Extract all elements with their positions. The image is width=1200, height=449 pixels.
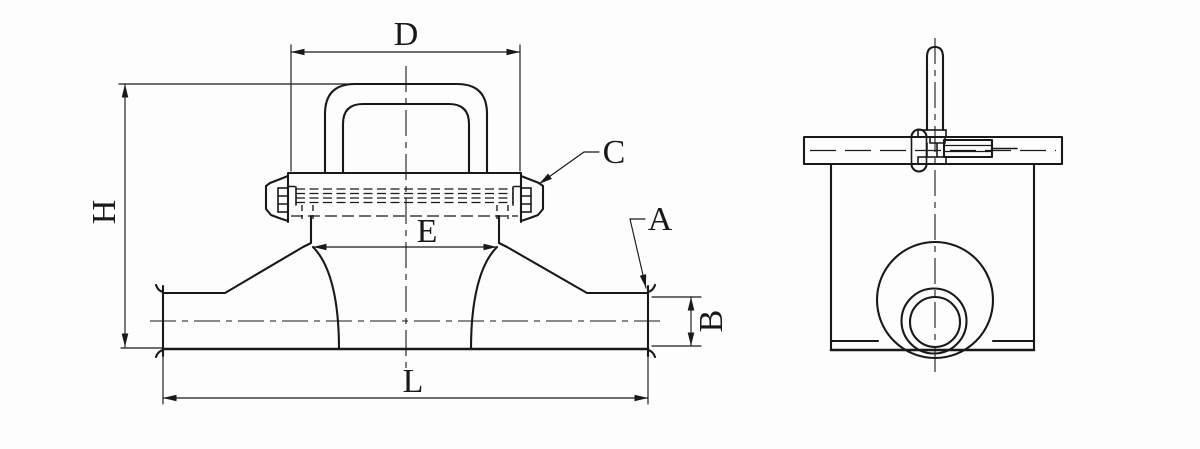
dimension-E: E <box>312 213 498 251</box>
dim-label-E: E <box>417 213 438 250</box>
callout-label-C: C <box>603 134 626 171</box>
body-cone-right <box>497 214 650 295</box>
callout-A: A <box>629 201 673 289</box>
dim-D-extension-lines <box>290 44 521 172</box>
dim-H-extension-lines <box>118 83 357 349</box>
dim-label-H: H <box>86 200 123 225</box>
body-shell-sides <box>829 162 1036 352</box>
bolt-through-plate <box>926 136 946 158</box>
side-view <box>802 38 1064 372</box>
hinge-knuckle-bottom <box>910 162 928 173</box>
callout-label-A: A <box>648 201 673 238</box>
branch-curve-right <box>469 245 499 351</box>
dimension-H: H <box>86 83 357 349</box>
outlet-bore-circle <box>908 295 962 349</box>
dimension-D: D <box>290 16 521 172</box>
handle-outer-outline <box>323 82 489 175</box>
callout-C-leader <box>538 151 600 185</box>
clamp-lug-left-pins <box>277 195 289 205</box>
dim-label-B: B <box>693 310 730 333</box>
callout-C: C <box>538 134 626 185</box>
clamp-lug-right <box>519 174 545 223</box>
latch-thread-lines <box>943 144 993 153</box>
lid-plate <box>802 135 1064 166</box>
clamp-bolt-rod <box>925 45 945 132</box>
dim-label-D: D <box>394 16 419 53</box>
dimension-B: B <box>651 296 730 347</box>
ferrule-right-flare <box>646 283 657 359</box>
outlet-pipe-circle <box>900 287 968 355</box>
body-cone-left <box>161 214 313 295</box>
outlet-cone-circle <box>875 240 995 360</box>
hinge-knuckle-top <box>910 128 928 139</box>
dimension-L: L <box>162 355 649 405</box>
callout-A-leader <box>629 218 647 289</box>
branch-curve-left <box>311 245 341 351</box>
clamp-lug-right-pins <box>520 195 532 205</box>
dim-label-L: L <box>403 363 424 400</box>
clamp-lug-left <box>264 174 290 223</box>
handle-inner-outline <box>341 102 471 175</box>
clamp-lug-right-bracket <box>520 187 532 213</box>
ferrule-left-flare <box>154 283 165 359</box>
latch-body <box>942 138 994 159</box>
front-view: D H E B L A <box>86 16 730 405</box>
clamp-lug-left-bracket <box>277 187 289 213</box>
band-hidden-verticals <box>301 205 509 219</box>
